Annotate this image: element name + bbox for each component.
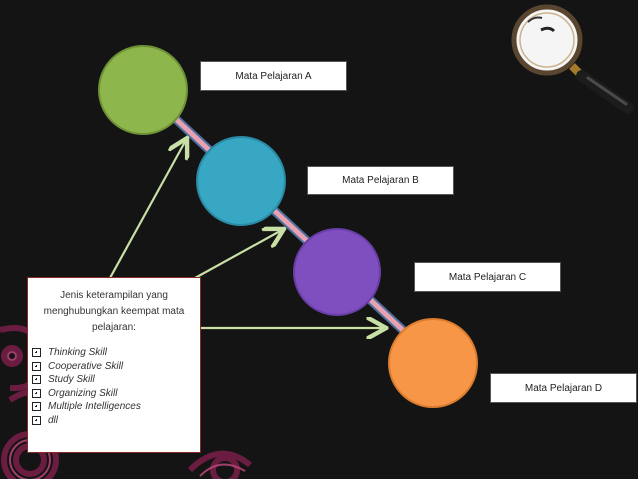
arrows bbox=[109, 140, 384, 328]
list-item: Organizing Skill bbox=[32, 387, 194, 401]
checkbox-bullet-icon bbox=[32, 388, 41, 398]
checkbox-bullet-icon bbox=[32, 361, 41, 371]
skill-label: Thinking Skill bbox=[48, 347, 107, 358]
list-item: Multiple Intelligences bbox=[32, 400, 194, 414]
subject-label-c: Mata Pelajaran C bbox=[414, 262, 561, 292]
subject-label-d-text: Mata Pelajaran D bbox=[524, 382, 603, 394]
circle-subject-a bbox=[98, 45, 188, 135]
arrow-to-b bbox=[194, 230, 282, 279]
subject-label-d: Mata Pelajaran D bbox=[490, 373, 637, 403]
subject-label-a-text: Mata Pelajaran A bbox=[235, 70, 312, 82]
circle-subject-b bbox=[196, 136, 286, 226]
checkbox-bullet-icon bbox=[32, 375, 41, 385]
skills-heading: Jenis keterampilan yang menghubungkan ke… bbox=[43, 290, 185, 333]
circle-subject-d bbox=[388, 318, 478, 408]
list-item: Study Skill bbox=[32, 373, 194, 387]
skill-label: Cooperative Skill bbox=[48, 360, 124, 372]
list-item: dll bbox=[32, 414, 194, 428]
circle-subject-c bbox=[293, 228, 381, 316]
list-item: Thinking Skill bbox=[32, 346, 194, 360]
checkbox-bullet-icon bbox=[32, 415, 41, 425]
subject-label-b: Mata Pelajaran B bbox=[307, 166, 454, 195]
skill-label: dll bbox=[48, 414, 59, 426]
checkbox-bullet-icon bbox=[32, 402, 41, 412]
skills-info-box: Jenis keterampilan yang menghubungkan ke… bbox=[27, 277, 201, 453]
magnifying-glass-icon bbox=[511, 4, 634, 114]
skill-label: Study Skill bbox=[48, 374, 95, 385]
skill-label: Organizing Skill bbox=[48, 387, 118, 399]
subject-label-c-text: Mata Pelajaran C bbox=[448, 271, 527, 283]
subject-label-a: Mata Pelajaran A bbox=[200, 61, 347, 91]
skill-label: Multiple Intelligences bbox=[48, 401, 141, 412]
arrow-to-a bbox=[109, 140, 186, 279]
subject-label-b-text: Mata Pelajaran B bbox=[342, 175, 419, 186]
skill-list: Thinking Skill Cooperative Skill Study S… bbox=[32, 346, 194, 428]
checkbox-bullet-icon bbox=[32, 348, 41, 358]
list-item: Cooperative Skill bbox=[32, 360, 194, 374]
